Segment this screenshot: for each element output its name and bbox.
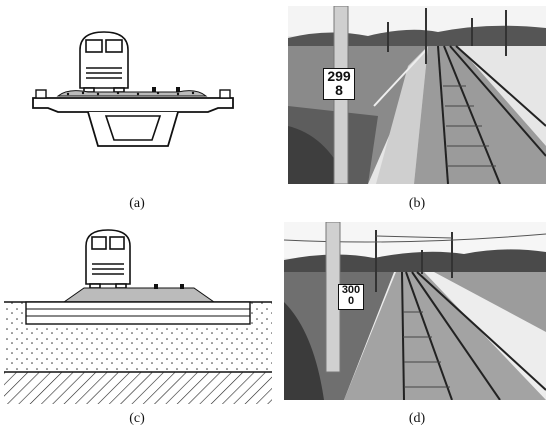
photo-embankment-track [284, 222, 546, 400]
bridge-deck [32, 97, 234, 113]
diagram-embankment-train [4, 229, 272, 404]
train-icon [85, 229, 131, 289]
km-sign-b: 299 8 [323, 68, 355, 100]
km-sign-d-bottom: 0 [347, 295, 355, 307]
caption-c: (c) [129, 411, 145, 426]
km-sign-b-bottom: 8 [335, 82, 343, 98]
ballast-bed [56, 90, 208, 97]
km-sign-b-top: 299 [327, 68, 351, 84]
km-sign-d-top: 300 [341, 284, 361, 296]
diagram-bridge-train [32, 31, 234, 147]
photo-bridge-track [288, 6, 546, 184]
km-sign-d: 300 0 [338, 284, 364, 310]
caption-d: (d) [408, 411, 426, 426]
caption-b: (b) [408, 196, 426, 211]
caption-a: (a) [129, 196, 145, 211]
ballast-bed [62, 287, 216, 303]
train-icon [79, 31, 129, 93]
bedrock-layer [4, 372, 272, 404]
subgrade-layer [25, 301, 251, 325]
